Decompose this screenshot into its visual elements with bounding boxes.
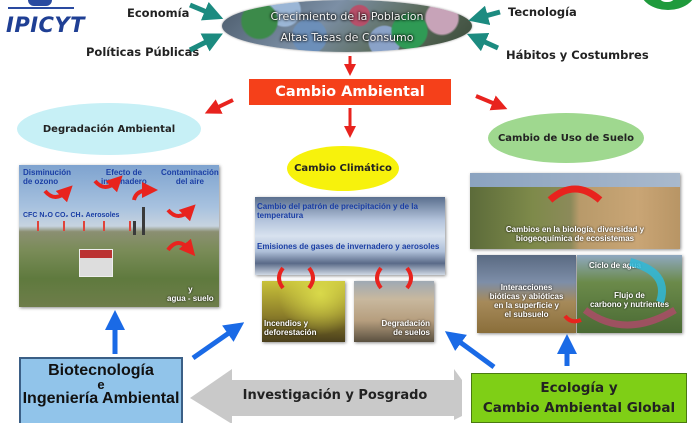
arrow-economia <box>189 1 224 21</box>
logo-text: IPICYT <box>6 13 85 37</box>
precipitation-label: Cambio del patrón de precipitación y de … <box>257 202 418 220</box>
arrow-tecnologia <box>468 5 501 26</box>
ipicyt-logo: IPICYT <box>6 0 84 38</box>
gas-tick <box>83 221 85 231</box>
research-label: Investigación y Posgrado <box>242 388 428 403</box>
climate-change-ellipse: Cambio Climático <box>287 146 399 191</box>
cycle-arrow <box>166 238 196 257</box>
biotech-line-3: Ingeniería Ambiental <box>22 390 180 407</box>
biotech-line-1: Biotecnología <box>48 362 154 379</box>
ecology-line-2: Cambio Ambiental Global <box>482 400 676 416</box>
recycle-badge-icon <box>640 0 696 10</box>
biotech-box: Biotecnología e Ingeniería Ambiental <box>19 357 183 423</box>
factor-politicas-publicas: Políticas Públicas <box>86 45 200 59</box>
climate-change-title: Cambio Climático <box>294 163 392 174</box>
cycle-arrow <box>307 266 315 290</box>
cycle-arrow <box>132 182 158 201</box>
arrow-bio-to-climate <box>191 322 245 361</box>
arrow-habitos <box>466 33 500 52</box>
ecology-line-1: Ecología y <box>540 380 618 396</box>
factor-habitos-costumbres: Hábitos y Costumbres <box>506 48 649 62</box>
smokestack <box>133 221 136 235</box>
arrow-main-to-degradation <box>204 98 234 114</box>
emissions-label: Emisiones de gases de invernadero y aero… <box>257 242 440 251</box>
cycle-arrow <box>93 175 123 193</box>
population-line-1: Crecimiento de la Poblacion <box>270 10 424 23</box>
population-line-2: Altas Tasas de Consumo <box>280 31 414 44</box>
biotech-line-2: e <box>97 377 105 392</box>
smokestack <box>142 207 145 235</box>
gas-tick <box>37 221 39 231</box>
cycle-arrow <box>375 266 383 290</box>
water-cycle-arrow <box>628 258 666 304</box>
cycle-arrow <box>547 185 603 203</box>
land-use-ellipse: Cambio de Uso de Suelo <box>488 113 644 163</box>
sky-photo: Cambio del patrón de precipitación y de … <box>255 197 445 275</box>
degradation-ellipse: Degradación Ambiental <box>17 103 201 155</box>
factor-tecnologia: Tecnología <box>508 5 577 19</box>
population-growth-ellipse: Crecimiento de la Poblacion Altas Tasas … <box>222 0 472 52</box>
land-use-title: Cambio de Uso de Suelo <box>497 132 635 144</box>
cycle-arrow <box>277 266 285 290</box>
research-double-arrow <box>190 369 462 423</box>
gas-tick <box>103 221 105 231</box>
cycle-arrow <box>405 266 413 290</box>
cycle-arrow <box>43 185 73 203</box>
arrow-eco-to-climate <box>444 331 496 370</box>
gas-tick <box>129 221 131 231</box>
cycle-arrow <box>166 204 196 222</box>
pollution-inset-photo <box>79 249 113 277</box>
arrow-politicas <box>188 33 223 53</box>
logo-mark <box>28 0 52 6</box>
arrow-main-to-landuse <box>475 94 508 111</box>
gases-label: CFC N₂O CO₂ CH₄ Aerosoles <box>23 212 120 219</box>
factor-economia: Economía <box>127 6 190 20</box>
carbon-cycle-arrow <box>582 306 677 329</box>
water-cycle-label: Ciclo de agua <box>589 261 642 270</box>
degradation-title: Degradación Ambiental <box>42 123 176 135</box>
cycle-arrow <box>563 314 582 324</box>
gas-tick <box>63 221 65 231</box>
logo-line <box>8 7 74 9</box>
ecology-box: Ecología y Cambio Ambiental Global <box>471 373 687 423</box>
